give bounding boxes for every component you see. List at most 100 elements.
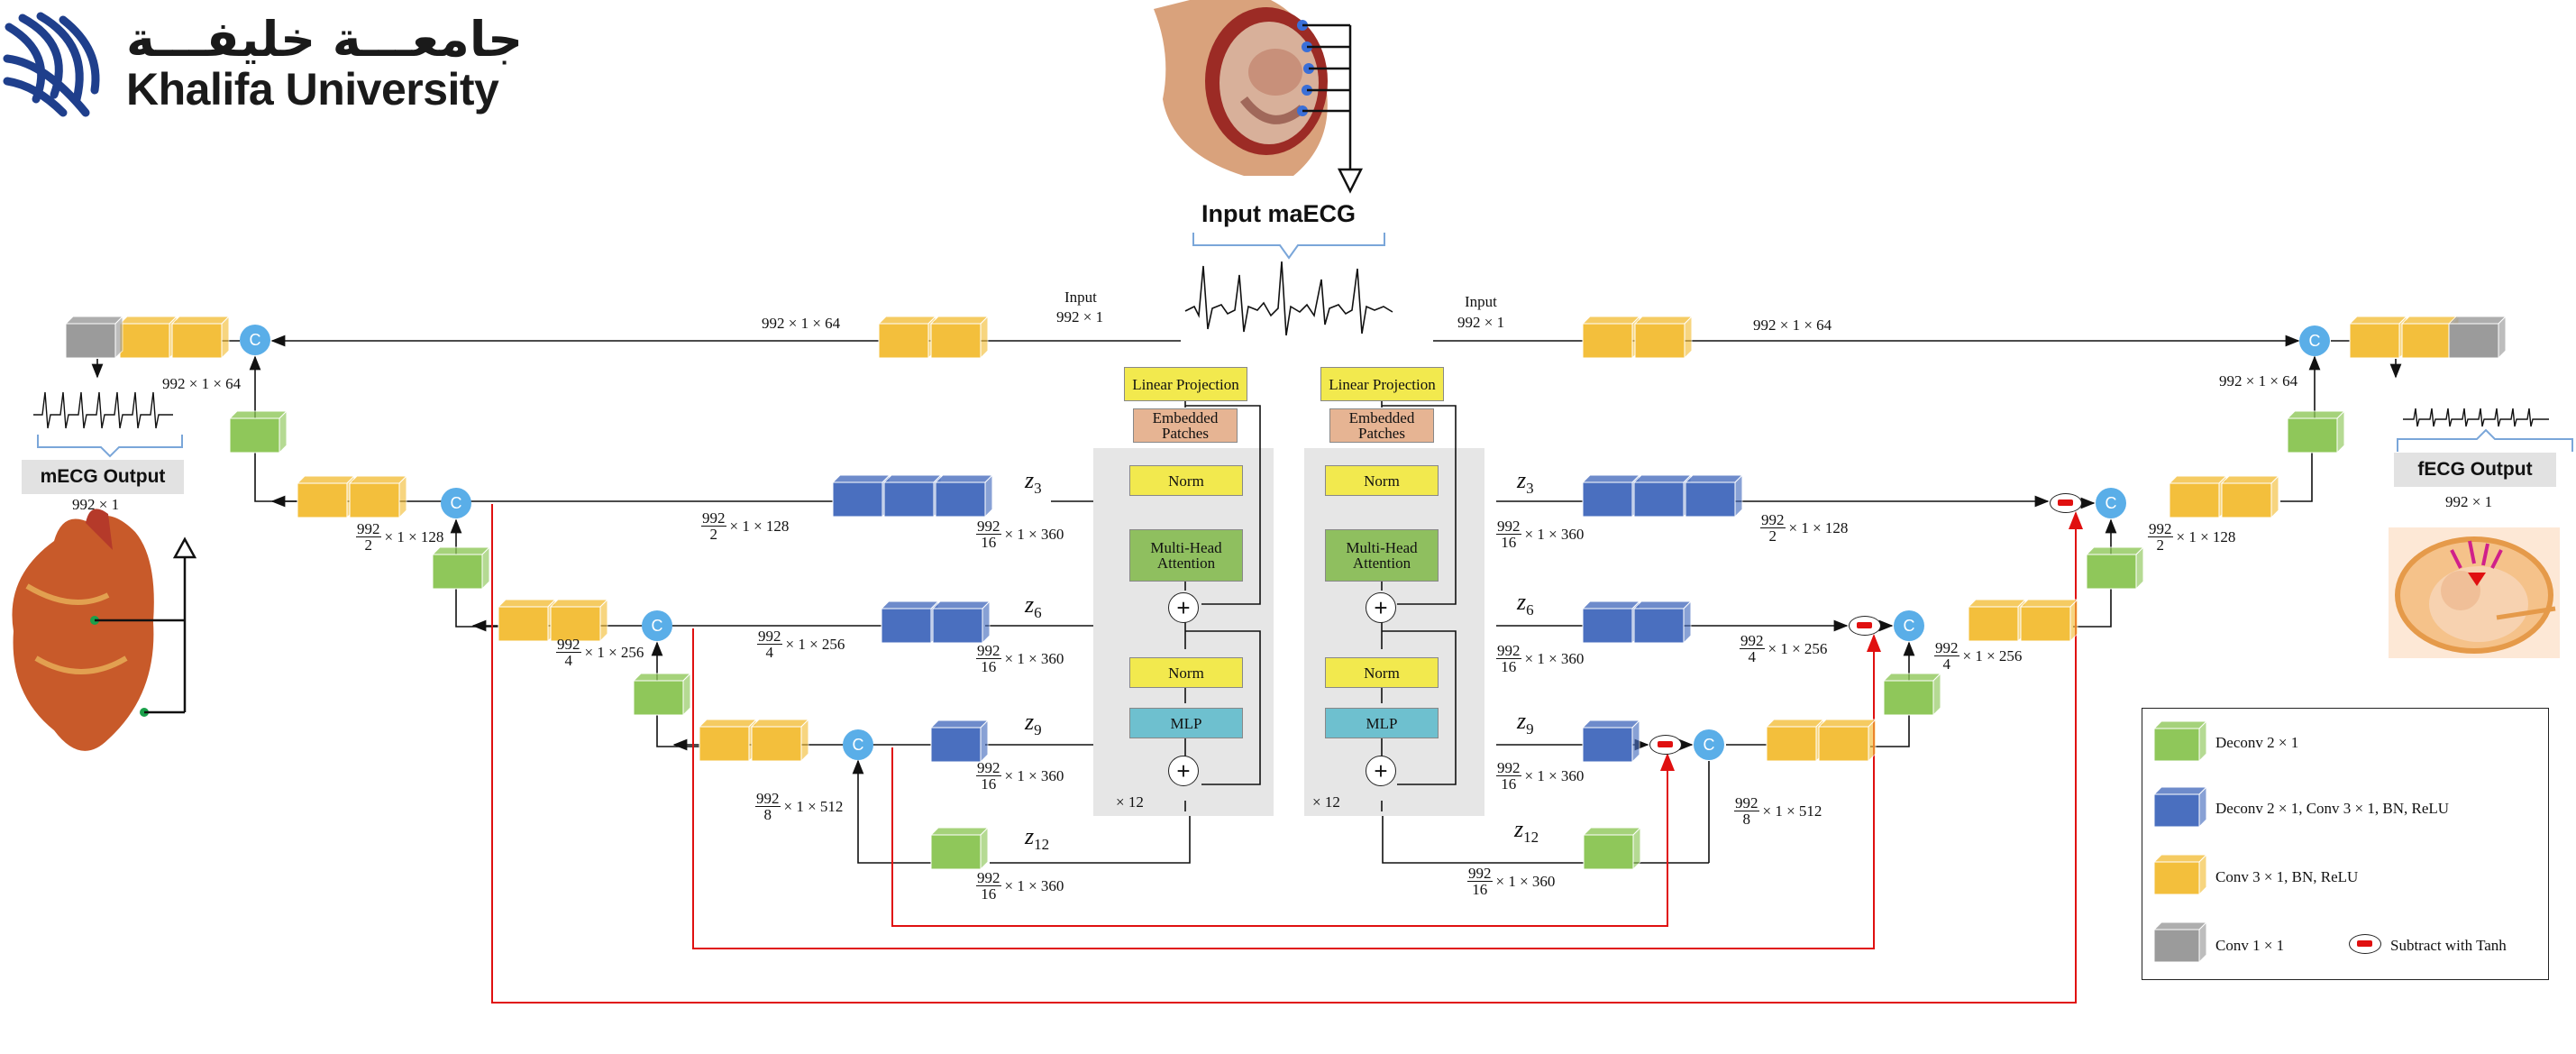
conv-block-l2-a — [497, 598, 557, 643]
wire-z12-left-a — [990, 848, 1191, 864]
wire-r0-down — [2280, 449, 2313, 502]
z6-label-right: z6 — [1517, 589, 1534, 619]
multi-head-attention-right: Multi-Head Attention — [1325, 529, 1439, 582]
conv-block-top-right-in-b — [1633, 315, 1694, 360]
transformer-panel-right — [1304, 448, 1484, 816]
dim-64-right-input: 992 × 1 × 64 — [1753, 316, 1832, 334]
conv1x1-block-right — [2447, 315, 2507, 360]
norm-right-1: Norm — [1325, 465, 1439, 496]
fecg-output-dim: 992 × 1 — [2445, 493, 2493, 510]
legend-swatch-3 — [2152, 921, 2208, 964]
embedded-patches-left: Embedded Patches — [1133, 408, 1238, 443]
input-label-right: Input — [1465, 293, 1497, 310]
skip-line-inner — [891, 747, 1675, 927]
z9-label-right: z9 — [1517, 708, 1534, 738]
conv-block-top-left-out-b — [170, 315, 231, 360]
norm-left-1: Norm — [1129, 465, 1243, 496]
mecg-output-label: mECG Output — [22, 460, 184, 494]
logo-english: Khalifa University — [126, 64, 499, 115]
deconv-conv-block-right-z3-2 — [1684, 473, 1744, 518]
mlp-left: MLP — [1129, 708, 1243, 738]
norm-left-2: Norm — [1129, 657, 1243, 688]
input-dim-right: 992 × 1 — [1457, 314, 1505, 331]
legend-swatches — [2152, 719, 2208, 964]
subtract-node-2 — [1849, 616, 1881, 636]
deconv-conv-block-right-z6-0 — [1581, 600, 1641, 645]
deconv-conv-block-left-z3-2 — [934, 473, 994, 518]
repeat-right: × 12 — [1312, 793, 1340, 811]
concat-node-right-1: C — [2096, 488, 2126, 518]
subtract-node-3 — [1649, 735, 1682, 755]
deconv-conv-block-left-z9 — [929, 719, 990, 764]
fecg-output-label: fECG Output — [2394, 453, 2556, 487]
deconv-block-left-2 — [632, 672, 692, 717]
deconv-conv-block-left-z3-1 — [882, 473, 943, 518]
add-node-right-2: + — [1366, 756, 1396, 786]
deconv-block-right-0 — [2286, 409, 2346, 454]
linear-projection-left: Linear Projection — [1124, 367, 1247, 401]
legend-label-conv1x1: Conv 1 × 1 — [2215, 937, 2285, 954]
skip-line-outer — [491, 504, 2083, 1004]
conv-block-r1-b — [2220, 474, 2280, 519]
legend-label-conv: Conv 3 × 1, BN, ReLU — [2215, 868, 2359, 885]
conv-block-l1-a — [296, 474, 356, 519]
conv-block-top-left-out-a — [118, 315, 178, 360]
deconv-block-left-1 — [431, 545, 491, 591]
skip-line-middle — [692, 628, 1881, 949]
input-dim-left: 992 × 1 — [1056, 308, 1104, 325]
subtract-node-1 — [2050, 493, 2082, 513]
concat-node-right-2: C — [1894, 610, 1924, 641]
dim-64-right-output: 992 × 1 × 64 — [2219, 372, 2298, 390]
mecg-output-dim: 992 × 1 — [72, 496, 120, 513]
z12-label-left: z12 — [1025, 823, 1050, 854]
deconv-block-left-0 — [228, 409, 288, 454]
deconv-conv-block-left-z3-0 — [831, 473, 891, 518]
wire-z12-left-b — [852, 759, 931, 864]
conv-block-top-left-in-b — [929, 315, 990, 360]
add-node-left-2: + — [1168, 756, 1199, 786]
mlp-right: MLP — [1325, 708, 1439, 738]
transformer-panel-left — [1093, 448, 1274, 816]
dim-64-left-input: 992 × 1 × 64 — [762, 315, 841, 332]
concat-node-left-1: C — [441, 488, 471, 518]
input-bracket — [1192, 233, 1385, 260]
concat-node-left-0: C — [240, 325, 270, 355]
legend-label-subtract: Subtract with Tanh — [2390, 937, 2507, 954]
deconv-conv-block-right-z9 — [1581, 719, 1641, 764]
deconv-conv-block-right-z6-1 — [1632, 600, 1693, 645]
legend-swatch-2 — [2152, 853, 2208, 896]
embedded-patches-right: Embedded Patches — [1329, 408, 1434, 443]
deconv-block-left-z12 — [929, 826, 990, 871]
university-logo-icon — [3, 12, 100, 117]
conv-block-r2-a — [1967, 598, 2027, 643]
conv-block-top-right-in-a — [1581, 315, 1641, 360]
conv-block-r3-a — [1765, 718, 1825, 763]
conv-block-top-right-out-a — [2348, 315, 2408, 360]
conv1x1-block-left — [64, 315, 124, 360]
conv-block-r3-b — [1817, 718, 1877, 763]
concat-node-left-2: C — [642, 610, 672, 641]
pregnant-woman-illustration — [1154, 0, 1364, 194]
conv-block-top-left-in-a — [877, 315, 937, 360]
repeat-left: × 12 — [1116, 793, 1144, 811]
logo-arabic: جامعـــة خليفـــة — [126, 11, 524, 68]
conv-block-r1-a — [2168, 474, 2228, 519]
deconv-conv-block-left-z6-1 — [931, 600, 991, 645]
dim-64-left-output: 992 × 1 × 64 — [162, 375, 242, 392]
z12-label-right: z12 — [1514, 816, 1539, 847]
deconv-block-right-2 — [1882, 672, 1942, 717]
